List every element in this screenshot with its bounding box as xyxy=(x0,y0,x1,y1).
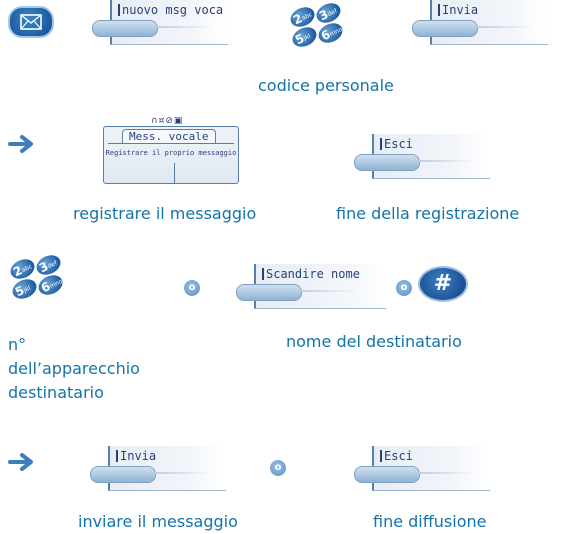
softkey-new-voice-message[interactable]: nuovo msg voca xyxy=(92,0,228,46)
softkey-send[interactable]: Invia xyxy=(412,0,548,46)
softkey-cursor xyxy=(116,450,118,462)
key-2[interactable]: 2abc xyxy=(287,3,318,31)
softkey-streak xyxy=(152,26,212,28)
key-3[interactable]: 3def xyxy=(313,0,344,27)
key-3[interactable]: 3def xyxy=(33,251,64,279)
phone-body-text: Registrare il proprio messaggio xyxy=(105,149,237,157)
softkey-send[interactable]: Invia xyxy=(90,446,226,492)
keypad-icon[interactable]: 2abc 3def 5jkl 6mno xyxy=(7,251,66,303)
or-separator: o xyxy=(270,460,286,476)
caption-number-line3: destinatario xyxy=(8,383,104,402)
caption-recipient-name: nome del destinatario xyxy=(286,332,462,351)
softkey-pill xyxy=(354,466,420,483)
phone-screen: ∩¤⊘▣ Mess. vocale Registrare il proprio … xyxy=(103,116,239,186)
softkey-label: nuovo msg voca xyxy=(122,3,222,17)
softkey-streak xyxy=(296,290,356,292)
softkey-label: Invia xyxy=(442,3,479,17)
softkey-exit[interactable]: Esci xyxy=(354,134,490,180)
softkey-cursor xyxy=(118,4,120,16)
hash-key[interactable]: # xyxy=(418,266,468,302)
softkey-pill xyxy=(236,284,302,301)
softkey-streak xyxy=(414,472,474,474)
arrow-right-icon xyxy=(8,453,33,471)
softkey-label: Esci xyxy=(384,449,413,463)
softkey-streak xyxy=(472,26,532,28)
softkey-cursor xyxy=(380,450,382,462)
phone-status-icons: ∩¤⊘▣ xyxy=(151,116,184,126)
softkey-cursor xyxy=(438,4,440,16)
or-separator: o xyxy=(396,280,412,296)
softkey-pill xyxy=(354,154,420,171)
caption-number-line2: dell’apparecchio xyxy=(8,359,140,378)
caption-number-line1: n° xyxy=(8,335,27,354)
softkey-streak xyxy=(150,472,210,474)
softkey-label: Esci xyxy=(384,137,413,151)
softkey-label: Invia xyxy=(120,449,157,463)
key-5[interactable]: 5jkl xyxy=(289,23,320,51)
softkey-cursor xyxy=(380,138,382,150)
softkey-pill xyxy=(90,466,156,483)
keypad-icon[interactable]: 2abc 3def 5jkl 6mno xyxy=(287,0,346,51)
softkey-streak xyxy=(414,160,474,162)
softkey-pill xyxy=(412,20,478,37)
caption-end-recording: fine della registrazione xyxy=(336,204,520,223)
softkey-cursor xyxy=(262,268,264,280)
key-5[interactable]: 5jkl xyxy=(9,275,40,303)
softkey-label: Scandire nome xyxy=(266,267,360,281)
caption-record-message: registrare il messaggio xyxy=(73,204,257,223)
message-button[interactable] xyxy=(8,6,54,38)
phone-display: Mess. vocale Registrare il proprio messa… xyxy=(103,126,239,184)
caption-send-message: inviare il messaggio xyxy=(78,512,238,531)
key-2[interactable]: 2abc xyxy=(7,255,38,283)
caption-personal-code: codice personale xyxy=(258,76,394,95)
phone-divider xyxy=(108,143,234,144)
or-separator: o xyxy=(184,280,200,296)
key-6[interactable]: 6mno xyxy=(35,271,66,299)
softkey-exit[interactable]: Esci xyxy=(354,446,490,492)
caption-end-broadcast: fine diffusione xyxy=(373,512,487,531)
phone-tab-title: Mess. vocale xyxy=(122,129,216,143)
key-6[interactable]: 6mno xyxy=(315,19,346,47)
softkey-pill xyxy=(92,20,158,37)
softkey-scan-name[interactable]: Scandire nome xyxy=(236,264,386,310)
phone-cursor-line xyxy=(174,163,175,183)
envelope-icon xyxy=(20,14,42,30)
arrow-right-icon xyxy=(8,135,33,153)
